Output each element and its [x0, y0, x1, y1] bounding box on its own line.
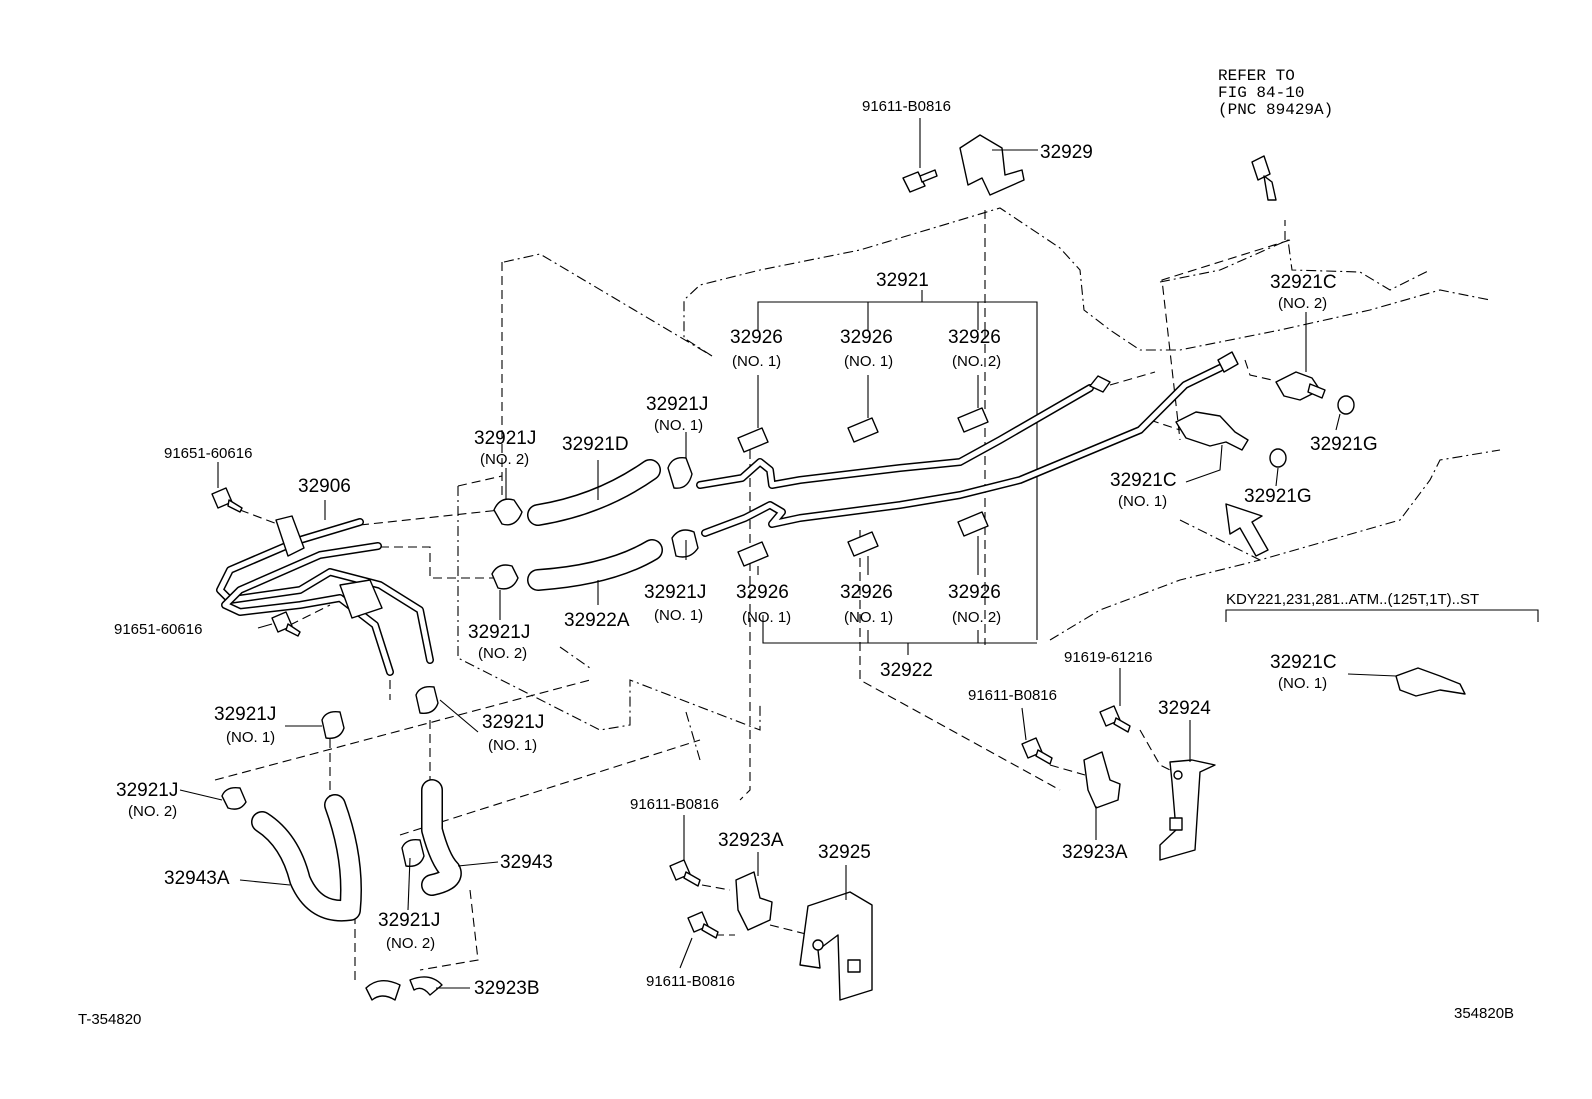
- label-32921J-mid-sub: (NO. 1): [654, 607, 703, 624]
- hose-32921D: [527, 459, 661, 526]
- cushions-32926: [737, 407, 989, 567]
- label-32921J-l2-sub: (NO. 1): [488, 737, 537, 754]
- label-bolt-b2: 91611-B0816: [646, 973, 735, 990]
- label-32921J-no2b-sub: (NO. 2): [478, 645, 527, 662]
- label-32923B: 32923B: [474, 978, 540, 999]
- label-bolt-r2: 91619-61216: [1064, 649, 1152, 666]
- label-32924: 32924: [1158, 698, 1211, 719]
- label-32925: 32925: [818, 842, 871, 863]
- label-32926-d-sub: (NO. 1): [742, 609, 791, 626]
- label-32921J-top: 32921J: [646, 394, 708, 415]
- front-arrow-icon: [1225, 503, 1269, 557]
- label-32921C-a-sub: (NO. 2): [1278, 295, 1327, 312]
- label-32926-f: 32926: [948, 582, 1001, 603]
- label-32923A-a: 32923A: [718, 830, 784, 851]
- label-32922: 32922: [880, 660, 933, 681]
- hose-32943: [421, 779, 462, 896]
- refer-line-2: FIG 84-10: [1218, 84, 1304, 102]
- label-32921J-l4-sub: (NO. 2): [386, 935, 435, 952]
- label-bolt-9165-a: 91651-60616: [164, 445, 252, 462]
- label-32921J-l4: 32921J: [378, 910, 440, 931]
- label-32921J-no2a: 32921J: [474, 428, 536, 449]
- label-32921J-top-sub: (NO. 1): [654, 417, 703, 434]
- clamp-32923A-left: [735, 871, 773, 931]
- label-bolt-r1: 91611-B0816: [968, 687, 1057, 704]
- label-32926-d: 32926: [736, 582, 789, 603]
- label-32921J-no2b: 32921J: [468, 622, 530, 643]
- hose-32922A: [527, 539, 663, 591]
- pipe-32921: [696, 375, 1111, 489]
- union-32921C-no1: [1175, 411, 1249, 451]
- label-32921J-mid: 32921J: [644, 582, 706, 603]
- label-32923A-b: 32923A: [1062, 842, 1128, 863]
- refer-line-3: (PNC 89429A): [1218, 101, 1333, 119]
- label-32926-b: 32926: [840, 327, 893, 348]
- label-32921G-b: 32921G: [1244, 486, 1312, 507]
- label-32921C-b: 32921C: [1110, 470, 1177, 491]
- label-32921C-b-sub: (NO. 1): [1118, 493, 1167, 510]
- bolts: [211, 155, 1277, 939]
- engine-outline: [457, 207, 1501, 761]
- label-32926-a: 32926: [730, 327, 783, 348]
- clamp-32923A-right: [1083, 751, 1121, 809]
- clips-32921J: [221, 457, 699, 867]
- label-32943A: 32943A: [164, 868, 230, 889]
- text-labels: REFER TO FIG 84-10 (PNC 89429A) 91611-B0…: [78, 67, 1514, 1028]
- label-32929: 32929: [1040, 142, 1093, 163]
- label-leaders: [179, 118, 1539, 989]
- label-32926-c-sub: (NO. 2): [952, 353, 1001, 370]
- label-32921J-l2: 32921J: [482, 712, 544, 733]
- label-32922A: 32922A: [564, 610, 630, 631]
- label-32921C-a: 32921C: [1270, 272, 1337, 293]
- label-bolt-9165-b: 91651-60616: [114, 621, 202, 638]
- label-32921J-l1: 32921J: [214, 704, 276, 725]
- label-32921D: 32921D: [562, 434, 629, 455]
- label-32943: 32943: [500, 852, 553, 873]
- clamp-32929: [959, 134, 1025, 196]
- label-32926-f-sub: (NO. 2): [952, 609, 1001, 626]
- footer-left-code: T-354820: [78, 1011, 141, 1028]
- union-32921C-no2: [1275, 371, 1326, 401]
- label-32921J-no2a-sub: (NO. 2): [480, 451, 529, 468]
- label-bolt-top: 91611-B0816: [862, 98, 951, 115]
- label-32921: 32921: [876, 270, 929, 291]
- group-bracket-32922: [762, 615, 1037, 655]
- label-32906: 32906: [298, 476, 351, 497]
- label-32926-b-sub: (NO. 1): [844, 353, 893, 370]
- label-32921J-l3-sub: (NO. 2): [128, 803, 177, 820]
- label-32926-e: 32926: [840, 582, 893, 603]
- label-bolt-b1: 91611-B0816: [630, 796, 719, 813]
- label-32921J-l1-sub: (NO. 1): [226, 729, 275, 746]
- refer-line-1: REFER TO: [1218, 67, 1295, 85]
- pipe-32922: [701, 351, 1239, 537]
- model-note: KDY221,231,281..ATM..(125T,1T)..ST: [1226, 591, 1479, 608]
- footer-right-code: 354820B: [1454, 1005, 1514, 1022]
- gaskets-32921G: [1269, 395, 1355, 468]
- label-32921J-l3: 32921J: [116, 780, 178, 801]
- pipe-assembly-32906: [216, 515, 434, 676]
- clip-32923B: [365, 976, 443, 1001]
- bracket-32924: [1159, 759, 1216, 861]
- hose-32943A: [251, 794, 362, 922]
- union-32921C-lower: [1395, 667, 1466, 697]
- label-32926-c: 32926: [948, 327, 1001, 348]
- label-32921G-a: 32921G: [1310, 434, 1378, 455]
- label-32926-a-sub: (NO. 1): [732, 353, 781, 370]
- label-32926-e-sub: (NO. 1): [844, 609, 893, 626]
- label-32921C-c-sub: (NO. 1): [1278, 675, 1327, 692]
- bracket-32925: [799, 891, 873, 1001]
- label-32921C-c: 32921C: [1270, 652, 1337, 673]
